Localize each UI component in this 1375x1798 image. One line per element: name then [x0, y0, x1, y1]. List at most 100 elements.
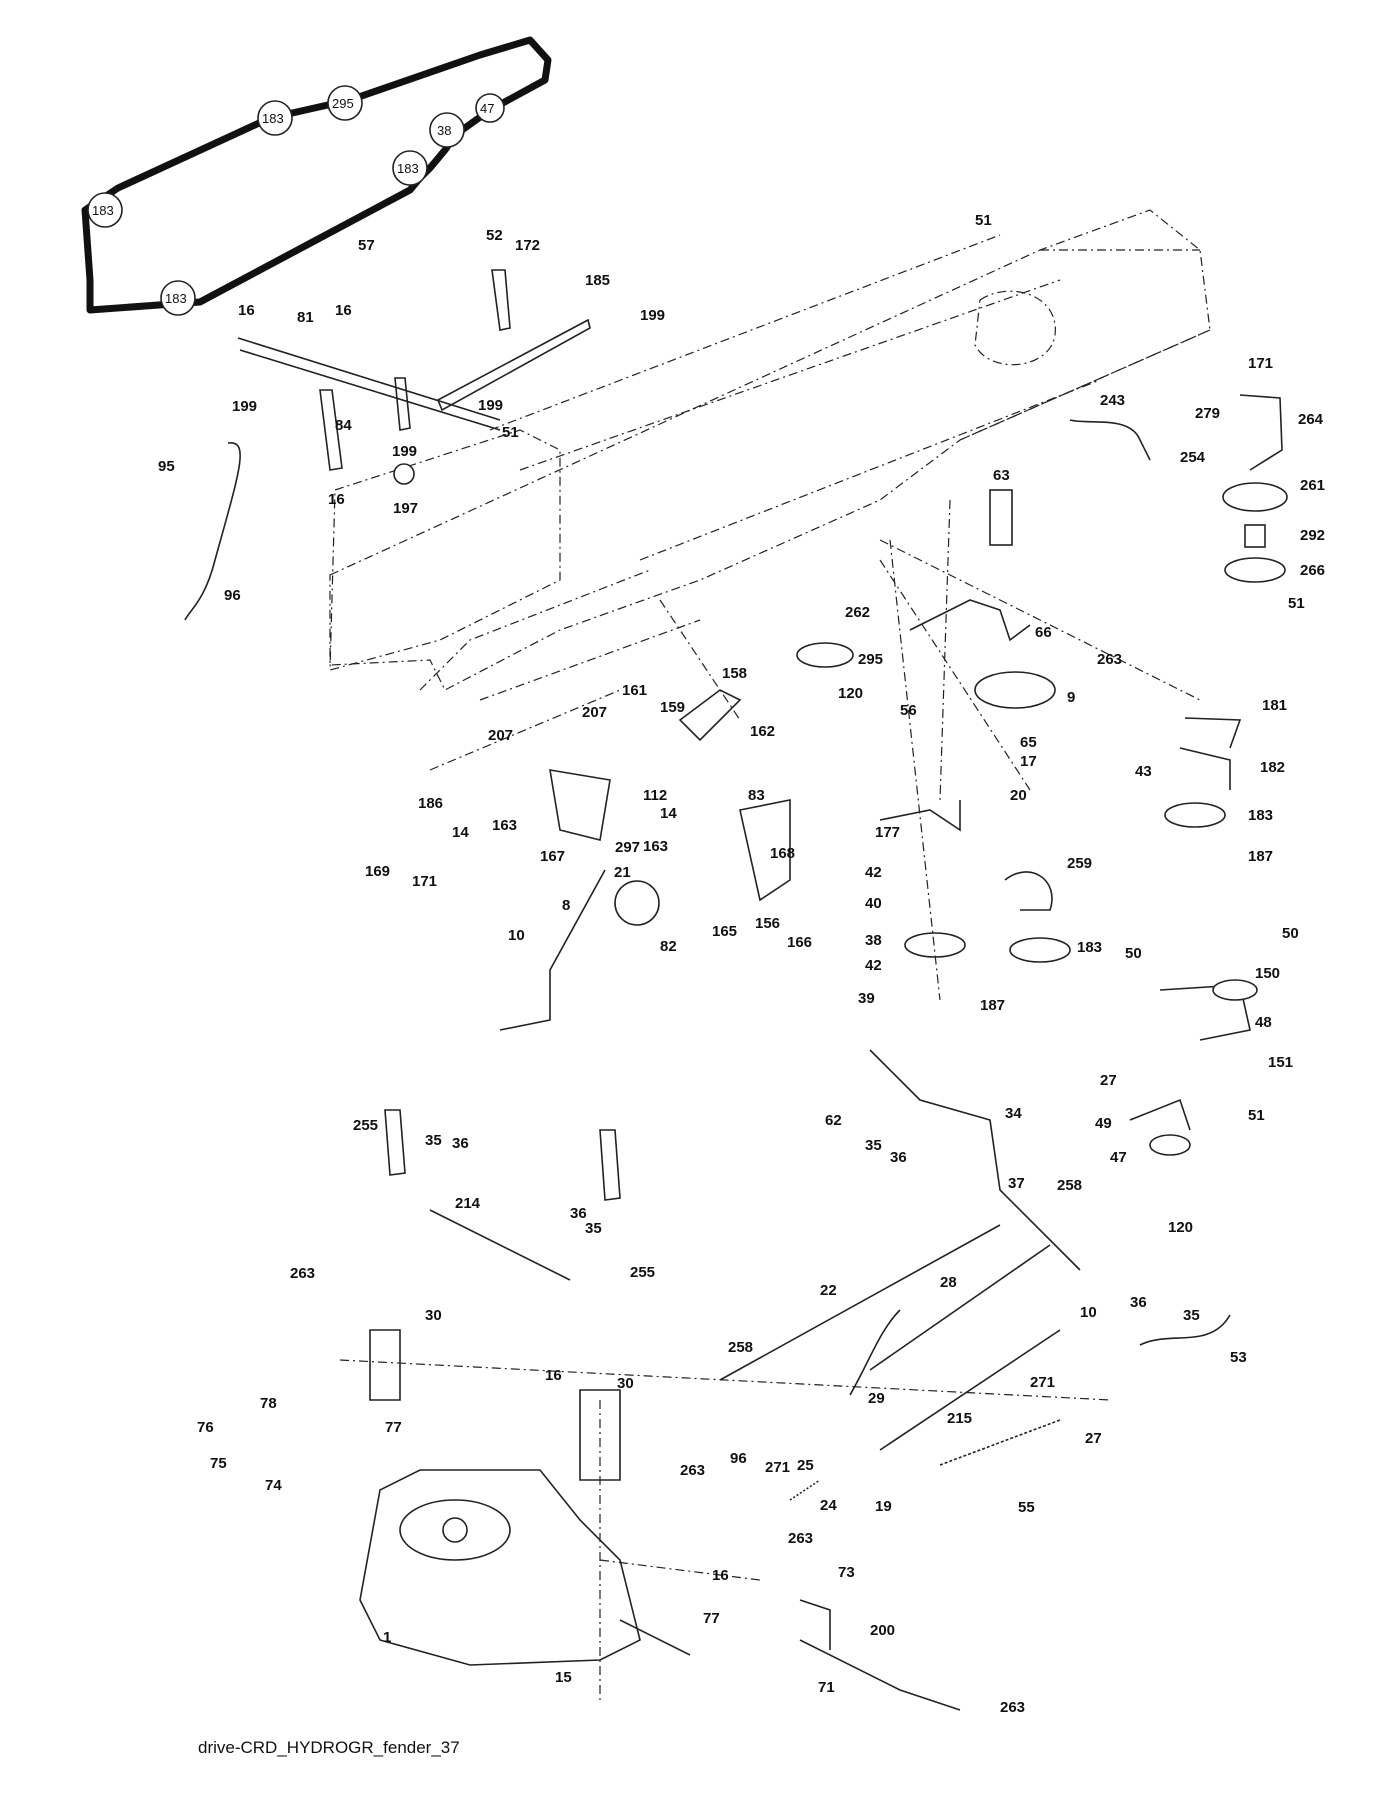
- callout-label: 81: [297, 309, 314, 326]
- callout-label: 49: [1095, 1115, 1112, 1132]
- pulley-266: [1224, 557, 1286, 583]
- bracket-73: [799, 1599, 831, 1650]
- callout-label: 42: [865, 864, 882, 881]
- pulley-icon: [257, 100, 293, 136]
- callout-label: 55: [1018, 1499, 1035, 1516]
- callout-label: 120: [1168, 1219, 1193, 1236]
- callout-label: 182: [1260, 759, 1285, 776]
- callout-label: 16: [545, 1367, 562, 1384]
- belt-callout: 183: [92, 203, 114, 218]
- callout-label: 75: [210, 1455, 227, 1472]
- callout-label: 214: [455, 1195, 481, 1212]
- callout-label: 255: [353, 1117, 378, 1134]
- callout-label: 35: [425, 1132, 442, 1149]
- spindle-63: [989, 489, 1013, 546]
- callout-label: 62: [825, 1112, 842, 1129]
- bracket-181: [1184, 717, 1242, 749]
- callout-label: 271: [1030, 1374, 1055, 1391]
- pulley-183b: [1009, 937, 1071, 963]
- callout-label: 158: [722, 665, 747, 682]
- callout-label: 76: [197, 1419, 214, 1436]
- spring-25: [789, 1479, 821, 1501]
- bracket-30b: [579, 1389, 621, 1481]
- lever-8: [499, 869, 606, 1031]
- callout-label: 261: [1300, 477, 1325, 494]
- callout-label: 19: [875, 1498, 892, 1515]
- callout-label: 51: [502, 424, 519, 441]
- callout-label: 271: [765, 1459, 790, 1476]
- callout-label: 51: [1248, 1107, 1265, 1124]
- callout-label: 120: [838, 685, 863, 702]
- callout-label: 183: [1248, 807, 1273, 824]
- callout-label: 51: [1288, 595, 1305, 612]
- callout-label: 10: [1080, 1304, 1097, 1321]
- callout-label: 27: [1085, 1430, 1102, 1447]
- diagram-caption: drive-CRD_HYDROGR_fender_37: [198, 1738, 460, 1757]
- rod-177: [879, 800, 961, 832]
- callout-label: 40: [865, 895, 882, 912]
- callout-label: 163: [643, 838, 668, 855]
- shaft-214: [429, 1209, 571, 1281]
- rod-215: [879, 1329, 1061, 1451]
- callout-label: 56: [900, 702, 917, 719]
- callout-label: 16: [328, 491, 345, 508]
- callout-label: 43: [1135, 763, 1152, 780]
- link-84: [319, 389, 343, 471]
- axle: [619, 1619, 691, 1656]
- callout-label: 199: [232, 398, 257, 415]
- pulley-47: [1149, 1134, 1191, 1156]
- bracket-158: [678, 689, 742, 742]
- pulley-icon: [429, 112, 465, 148]
- callout-label: 36: [1130, 1294, 1147, 1311]
- callout-label: 17: [1020, 753, 1037, 770]
- callout-label: 150: [1255, 965, 1280, 982]
- callout-label: 57: [358, 237, 375, 254]
- callout-label: 30: [617, 1375, 634, 1392]
- callout-label: 15: [555, 1669, 572, 1686]
- bracket-264: [1239, 394, 1283, 471]
- callout-label: 8: [562, 897, 570, 914]
- callout-label: 36: [570, 1205, 587, 1222]
- callout-label: 183: [1077, 939, 1102, 956]
- callout-label: 22: [820, 1282, 837, 1299]
- callout-label: 95: [158, 458, 175, 475]
- callout-label: 21: [614, 864, 631, 881]
- callout-label: 112: [643, 787, 667, 804]
- belt-callout: 183: [165, 291, 187, 306]
- pulley-38: [904, 932, 966, 958]
- callout-label: 187: [1248, 848, 1273, 865]
- rod-243: [1069, 419, 1151, 461]
- callout-label: 279: [1195, 405, 1220, 422]
- callout-label: 77: [703, 1610, 720, 1627]
- callout-label: 35: [865, 1137, 882, 1154]
- callout-label: 264: [1298, 411, 1324, 428]
- pulley-261: [1222, 482, 1288, 512]
- callout-label: 151: [1268, 1054, 1293, 1071]
- callout-label: 207: [488, 727, 513, 744]
- callout-label: 28: [940, 1274, 957, 1291]
- callout-label: 24: [820, 1497, 837, 1514]
- pulley-icon: [475, 93, 505, 123]
- pulley-150: [1212, 979, 1258, 1001]
- callout-label: 297: [615, 839, 640, 856]
- pulley-icon: [160, 280, 196, 316]
- spring-55: [939, 1419, 1061, 1466]
- callout-label: 166: [787, 934, 812, 951]
- callout-label: 50: [1125, 945, 1142, 962]
- callout-label: 161: [622, 682, 647, 699]
- callout-label: 10: [508, 927, 525, 944]
- callout-label: 199: [392, 443, 417, 460]
- rod-71: [799, 1639, 961, 1711]
- knob-21: [614, 880, 660, 926]
- callout-label: 14: [452, 824, 469, 841]
- bracket-49: [1129, 1098, 1191, 1131]
- spring-66: [909, 599, 1031, 642]
- callout-label: 42: [865, 957, 882, 974]
- callout-label: 1: [383, 1629, 391, 1646]
- callout-label: 96: [730, 1450, 747, 1467]
- belt-callout: 183: [397, 161, 419, 176]
- callout-label: 168: [770, 845, 795, 862]
- callout-label: 34: [1005, 1105, 1022, 1122]
- callout-label: 263: [290, 1265, 315, 1282]
- rod-34: [869, 1049, 1081, 1271]
